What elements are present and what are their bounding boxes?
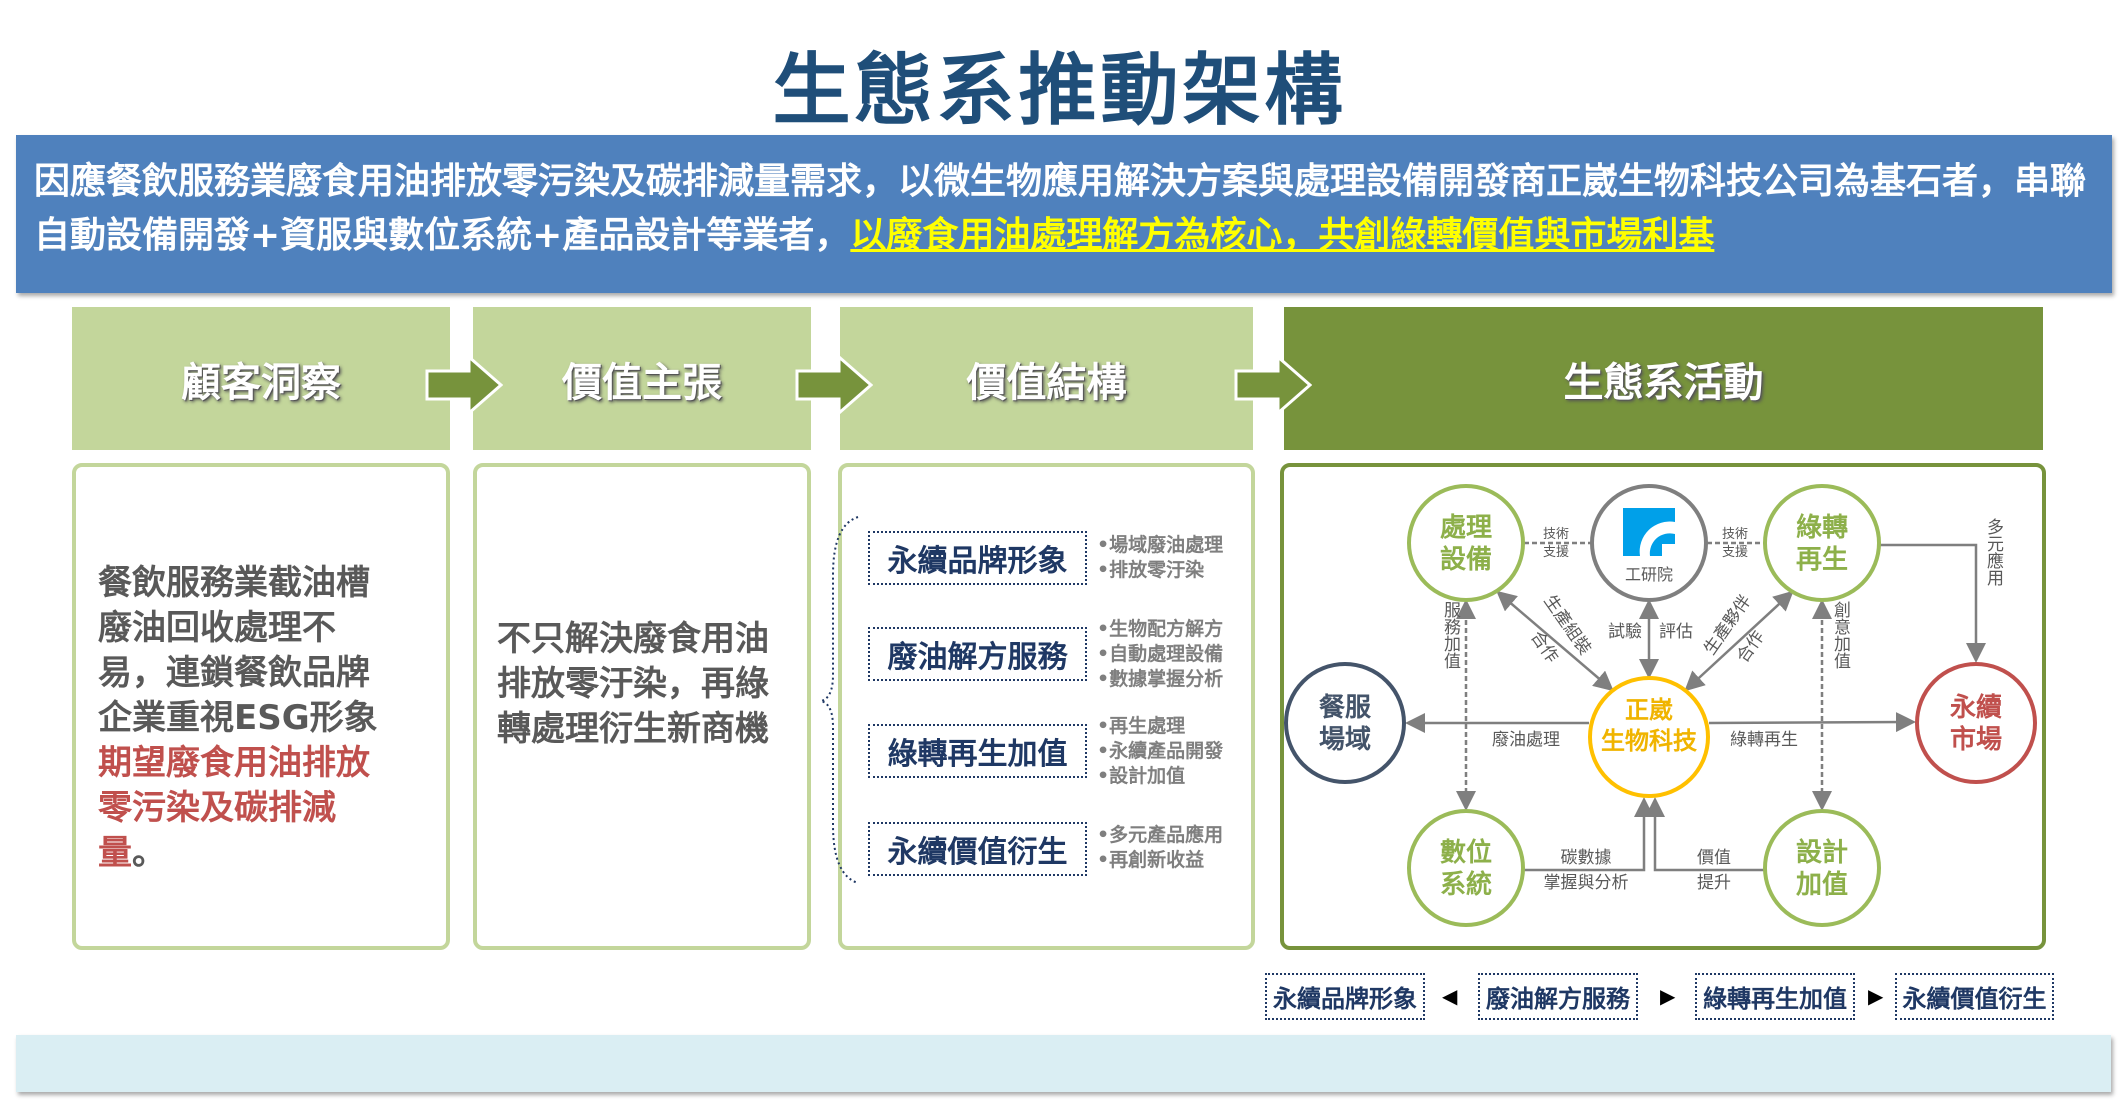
node-digital <box>1407 809 1525 927</box>
triangle-right-icon: ▶ <box>1868 984 1884 1008</box>
flow-item: 綠轉再生加值 <box>1695 973 1855 1020</box>
proposition-text: 不只解決廢食用油排放零汙染，再綠轉處理衍生新商機 <box>497 619 769 749</box>
banner-text: 因應餐飲服務業廢食用油排放零污染及碳排減量需求，以微生物應用解決方案與處理設備開… <box>34 161 2087 256</box>
structure-item: 廢油解方服務 <box>868 627 1087 681</box>
structure-item: 永續品牌形象 <box>868 531 1087 585</box>
node-label: 系統 <box>1440 869 1492 900</box>
edge-label: 多元應用 <box>1983 518 2004 587</box>
ecosystem-box: 處理 設備 工研院 綠轉 再生 餐服 場域 正崴 生物科技 永續 市場 數位 系… <box>1280 463 2046 950</box>
node-equipment <box>1407 484 1525 602</box>
edge-label: 創意加值 <box>1830 601 1851 669</box>
flow-item: 永續價值衍生 <box>1895 973 2054 1020</box>
node-label: 設計 <box>1796 837 1848 868</box>
bullet: •生物配方解方 <box>1097 618 1224 640</box>
node-label: 永續 <box>1950 692 2002 723</box>
edge-label: 碳數據 <box>1561 848 1612 868</box>
brace-icon <box>820 516 859 884</box>
itri-logo-icon <box>1623 508 1675 556</box>
arrow-right-icon <box>425 355 503 415</box>
arrow-right-icon <box>795 355 873 415</box>
bullet: •數據掌握分析 <box>1097 668 1224 690</box>
flow-item: 廢油解方服務 <box>1478 973 1638 1020</box>
edge-label: 掌握與分析 <box>1544 873 1629 893</box>
structure-bullets: •多元產品應用 •再創新收益 <box>1097 823 1223 873</box>
header-value-proposition: 價值主張 <box>473 307 811 450</box>
node-core <box>1588 676 1710 798</box>
bullet: •場域廢油處理 <box>1097 534 1224 556</box>
edge-label: 試驗 <box>1608 622 1642 642</box>
edge-label: 技術 <box>1722 527 1748 542</box>
edge-label: 綠轉再生 <box>1730 730 1798 750</box>
page-title: 生態系推動架構 <box>772 46 1347 136</box>
node-market <box>1915 662 2037 784</box>
edge-label: 合作 <box>1733 627 1769 666</box>
edge-assembly <box>1496 590 1614 692</box>
insight-end: 。 <box>132 833 166 873</box>
edge-label: 技術 <box>1543 527 1569 542</box>
bullet: •設計加值 <box>1097 765 1186 787</box>
summary-banner: 因應餐飲服務業廢食用油排放零污染及碳排減量需求，以微生物應用解決方案與處理設備開… <box>16 135 2112 293</box>
arrow-right-icon <box>1234 355 1312 415</box>
customer-insight-box: 餐飲服務業截油槽廢油回收處理不易，連鎖餐飲品牌企業重視ESG形象期望廢食用油排放… <box>72 463 450 950</box>
flow-item: 永續品牌形象 <box>1265 973 1425 1020</box>
header-value-structure: 價值結構 <box>840 307 1253 450</box>
node-label: 設備 <box>1440 544 1492 575</box>
node-green <box>1763 484 1881 602</box>
edge-label: 支援 <box>1722 545 1748 560</box>
edge-partner <box>1684 590 1794 692</box>
insight-highlight: 期望廢食用油排放零污染及碳排減量 <box>98 743 370 873</box>
edge-label: 價值 <box>1697 848 1731 868</box>
ecosystem-diagram: 處理 設備 工研院 綠轉 再生 餐服 場域 正崴 生物科技 永續 市場 數位 系… <box>1284 484 2037 927</box>
node-label: 數位 <box>1440 837 1492 868</box>
edge-multi <box>1880 543 1986 663</box>
node-label: 市場 <box>1950 724 2002 755</box>
insight-body: 餐飲服務業截油槽廢油回收處理不易，連鎖餐飲品牌企業重視ESG形象 <box>98 563 378 738</box>
value-structure-box <box>838 463 1255 950</box>
bullet: •排放零汙染 <box>1097 559 1205 581</box>
structure-item: 綠轉再生加值 <box>868 724 1087 778</box>
node-label: 加值 <box>1796 870 1848 900</box>
node-label: 生物科技 <box>1601 727 1698 755</box>
bullet: •自動處理設備 <box>1097 643 1224 665</box>
edge-label: 提升 <box>1697 873 1731 893</box>
header-ecosystem-activity: 生態系活動 <box>1284 307 2043 450</box>
bullet: •多元產品應用 <box>1097 824 1224 846</box>
bullet: •永續產品開發 <box>1097 740 1224 762</box>
structure-bullets: •場域廢油處理 •排放零汙染 <box>1097 533 1223 583</box>
node-label: 處理 <box>1440 513 1492 543</box>
node-label: 餐服 <box>1319 693 1372 723</box>
edge-label: 服務加值 <box>1440 601 1461 669</box>
header-customer-insight: 顧客洞察 <box>72 307 450 450</box>
bullet: •再生處理 <box>1097 715 1186 737</box>
triangle-left-icon: ◀ <box>1442 984 1458 1008</box>
node-design <box>1763 809 1881 927</box>
node-label: 再生 <box>1796 545 1848 575</box>
footer-bar <box>16 1035 2111 1092</box>
triangle-right-icon: ▶ <box>1660 984 1676 1008</box>
node-label: 綠轉 <box>1796 512 1848 543</box>
banner-highlight: 以廢食用油處理解方為核心，共創綠轉價值與市場利基 <box>850 215 1715 256</box>
node-label: 場域 <box>1319 725 1371 755</box>
node-venue <box>1284 662 1406 784</box>
insight-text: 餐飲服務業截油槽廢油回收處理不易，連鎖餐飲品牌企業重視ESG形象期望廢食用油排放… <box>98 561 398 876</box>
edge-label: 支援 <box>1543 545 1569 560</box>
edge-value <box>1645 797 1764 872</box>
bullet: •再創新收益 <box>1097 849 1205 871</box>
edge-regen <box>1708 712 1916 733</box>
edge-label: 合作 <box>1526 627 1562 666</box>
structure-item: 永續價值衍生 <box>868 822 1087 876</box>
edge-label: 評估 <box>1659 622 1693 642</box>
structure-bullets: •再生處理 •永續產品開發 •設計加值 <box>1097 714 1223 789</box>
structure-bullets: •生物配方解方 •自動處理設備 •數據掌握分析 <box>1097 617 1223 692</box>
edge-label: 廢油處理 <box>1492 730 1560 750</box>
value-proposition-box: 不只解決廢食用油排放零汙染，再綠轉處理衍生新商機 <box>473 463 811 950</box>
node-label: 工研院 <box>1625 565 1673 584</box>
edge-carbon <box>1524 797 1654 872</box>
node-label: 正崴 <box>1625 696 1673 724</box>
